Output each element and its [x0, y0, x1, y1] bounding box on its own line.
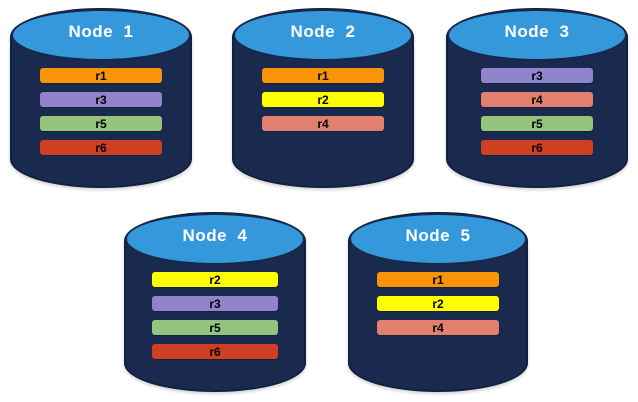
replica-bar[interactable]: r5 [40, 116, 162, 131]
replica-bar[interactable]: r3 [40, 92, 162, 107]
replica-bar[interactable]: r4 [481, 92, 593, 107]
replica-label: r6 [531, 140, 543, 155]
replica-bar[interactable]: r6 [152, 344, 278, 359]
replica-label: r6 [95, 140, 107, 155]
replica-bar[interactable]: r3 [481, 68, 593, 83]
cylinder-top-disc [125, 213, 305, 265]
cylinder-top-disc [233, 9, 413, 61]
database-cylinder-node-3[interactable]: Node 3 r3 r4 r5 r6 [446, 8, 628, 188]
replica-label: r3 [531, 68, 543, 83]
node-title-label: Node 3 [504, 22, 570, 41]
cylinder-top-disc [447, 9, 627, 61]
replica-label: r1 [432, 272, 444, 287]
replica-label: r3 [95, 92, 107, 107]
node-title-label: Node 4 [182, 226, 248, 245]
replica-bar[interactable]: r2 [152, 272, 278, 287]
replica-bar[interactable]: r3 [152, 296, 278, 311]
replica-label: r1 [95, 68, 107, 83]
replica-bar[interactable]: r5 [152, 320, 278, 335]
replica-label: r1 [317, 68, 329, 83]
replica-label: r2 [432, 296, 444, 311]
replica-label: r5 [209, 320, 221, 335]
replica-label: r4 [317, 116, 329, 131]
replica-bar[interactable]: r1 [262, 68, 384, 83]
database-cylinder-node-5[interactable]: Node 5 r1 r2 r4 [348, 212, 528, 392]
replica-bar[interactable]: r2 [377, 296, 499, 311]
replica-bar[interactable]: r1 [377, 272, 499, 287]
replica-list: r1 r2 r4 [232, 68, 414, 131]
replica-bar[interactable]: r6 [481, 140, 593, 155]
replica-list: r1 r2 r4 [348, 272, 528, 335]
replica-list: r1 r3 r5 r6 [10, 68, 192, 155]
node-title-label: Node 5 [405, 226, 471, 245]
replica-list: r3 r4 r5 r6 [446, 68, 628, 155]
replica-label: r3 [209, 296, 221, 311]
replica-label: r5 [95, 116, 107, 131]
database-cylinder-node-1[interactable]: Node 1 r1 r3 r5 r6 [10, 8, 192, 188]
database-cylinder-node-2[interactable]: Node 2 r1 r2 r4 [232, 8, 414, 188]
replica-bar[interactable]: r4 [262, 116, 384, 131]
database-cylinder-node-4[interactable]: Node 4 r2 r3 r5 r6 [124, 212, 306, 392]
replica-label: r6 [209, 344, 221, 359]
replica-bar[interactable]: r1 [40, 68, 162, 83]
replica-bar[interactable]: r4 [377, 320, 499, 335]
node-title-label: Node 2 [290, 22, 356, 41]
replica-label: r4 [531, 92, 543, 107]
replica-label: r2 [209, 272, 221, 287]
replica-label: r2 [317, 92, 329, 107]
replica-bar[interactable]: r6 [40, 140, 162, 155]
replica-label: r4 [432, 320, 444, 335]
replica-label: r5 [531, 116, 543, 131]
node-title-label: Node 1 [68, 22, 134, 41]
cylinder-top-disc [349, 213, 527, 265]
replica-bar[interactable]: r5 [481, 116, 593, 131]
cylinder-top-disc [11, 9, 191, 61]
replica-bar[interactable]: r2 [262, 92, 384, 107]
replica-list: r2 r3 r5 r6 [124, 272, 306, 359]
